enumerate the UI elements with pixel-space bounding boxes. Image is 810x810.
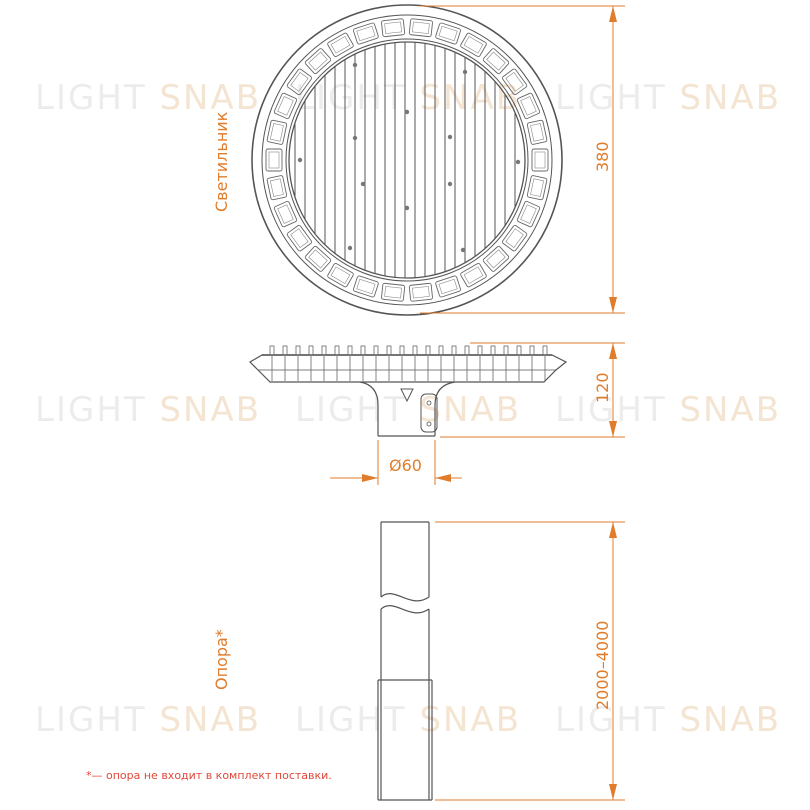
luminaire-side-view <box>249 345 568 437</box>
watermark: LIGHT SNAB <box>555 390 782 430</box>
watermark: LIGHT SNAB <box>35 390 262 430</box>
radiator-cells <box>265 18 549 302</box>
ring-inner <box>285 38 529 282</box>
pole <box>377 521 433 801</box>
ring-outer <box>261 14 553 306</box>
pole-label: Опора* <box>212 629 231 690</box>
luminaire-label: Светильник <box>212 111 231 212</box>
outer-rim <box>251 4 563 316</box>
dimension-120: 120 <box>593 372 612 403</box>
footnote: *— опора не входит в комплект поставки. <box>86 769 332 782</box>
dimension-lines <box>330 5 625 801</box>
watermark: LIGHT SNAB <box>555 78 782 118</box>
dimension-pole-height: 2000–4000 <box>593 620 612 710</box>
luminaire-top-view <box>251 4 563 316</box>
watermark: LIGHT SNAB <box>35 700 262 740</box>
mount-points <box>297 62 521 253</box>
watermark: LIGHT SNAB <box>295 78 522 118</box>
watermark: LIGHT SNAB <box>295 700 522 740</box>
dimension-380: 380 <box>593 141 612 172</box>
watermark: LIGHT SNAB <box>35 78 262 118</box>
watermark: LIGHT SNAB <box>555 700 782 740</box>
dimension-pipe-diameter: Ø60 <box>389 456 422 475</box>
inner-disc <box>288 41 526 279</box>
